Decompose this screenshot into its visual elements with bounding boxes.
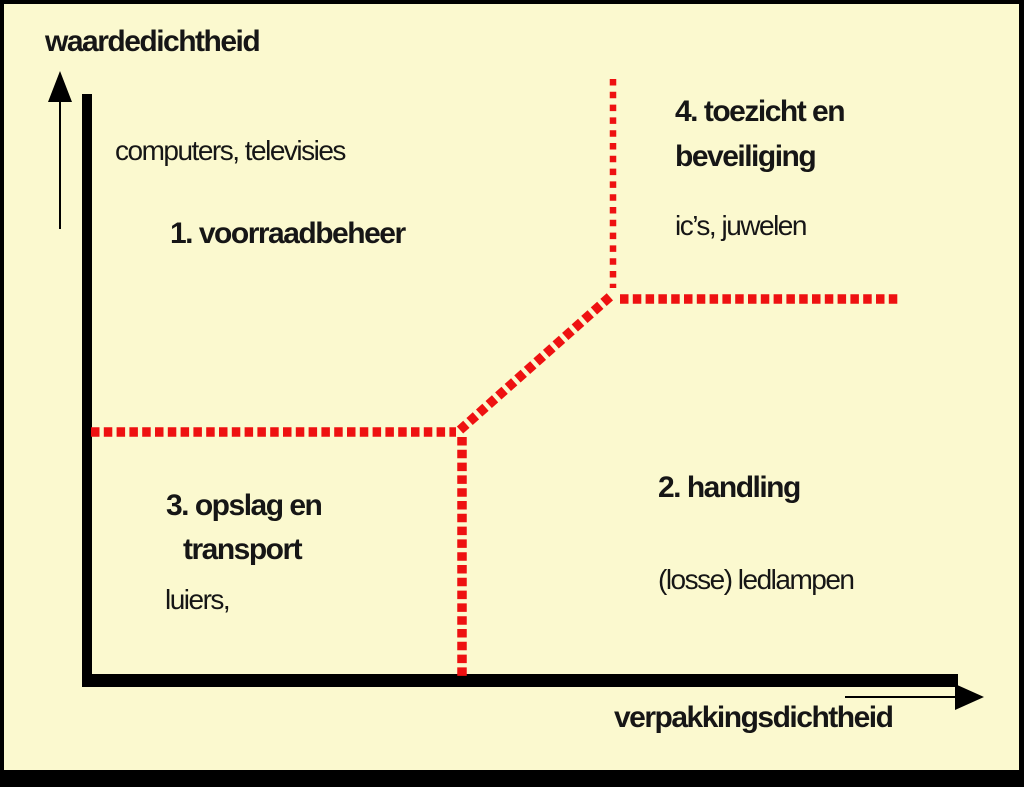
x-axis-label: verpakkingsdichtheid: [614, 701, 894, 734]
quadrant-4-examples: ic’s, juwelen: [675, 210, 807, 241]
quadrant-4-title: 4. toezicht en beveiliging: [675, 95, 846, 173]
quadrant-3-title-line1: 3. opslag en: [166, 489, 323, 522]
quadrant-2-title: 2. handling: [658, 471, 801, 504]
quadrant-3-title-line2: transport: [183, 533, 303, 566]
quadrant-1-title: 1. voorraadbeheer: [170, 217, 406, 250]
quadrant-4-title-line2: beveiliging: [675, 140, 817, 173]
quadrant-4-title-line1: 4. toezicht en: [675, 95, 846, 128]
quadrant-3-examples: luiers,: [165, 584, 231, 615]
y-axis-label: waardedichtheid: [45, 25, 261, 58]
diagram-background: [4, 4, 1019, 770]
quadrant-2-examples: (losse) ledlampen: [658, 564, 855, 595]
quadrant-3-title: 3. opslag en transport: [166, 489, 323, 566]
quadrant-1-examples: computers, televisies: [115, 135, 346, 166]
